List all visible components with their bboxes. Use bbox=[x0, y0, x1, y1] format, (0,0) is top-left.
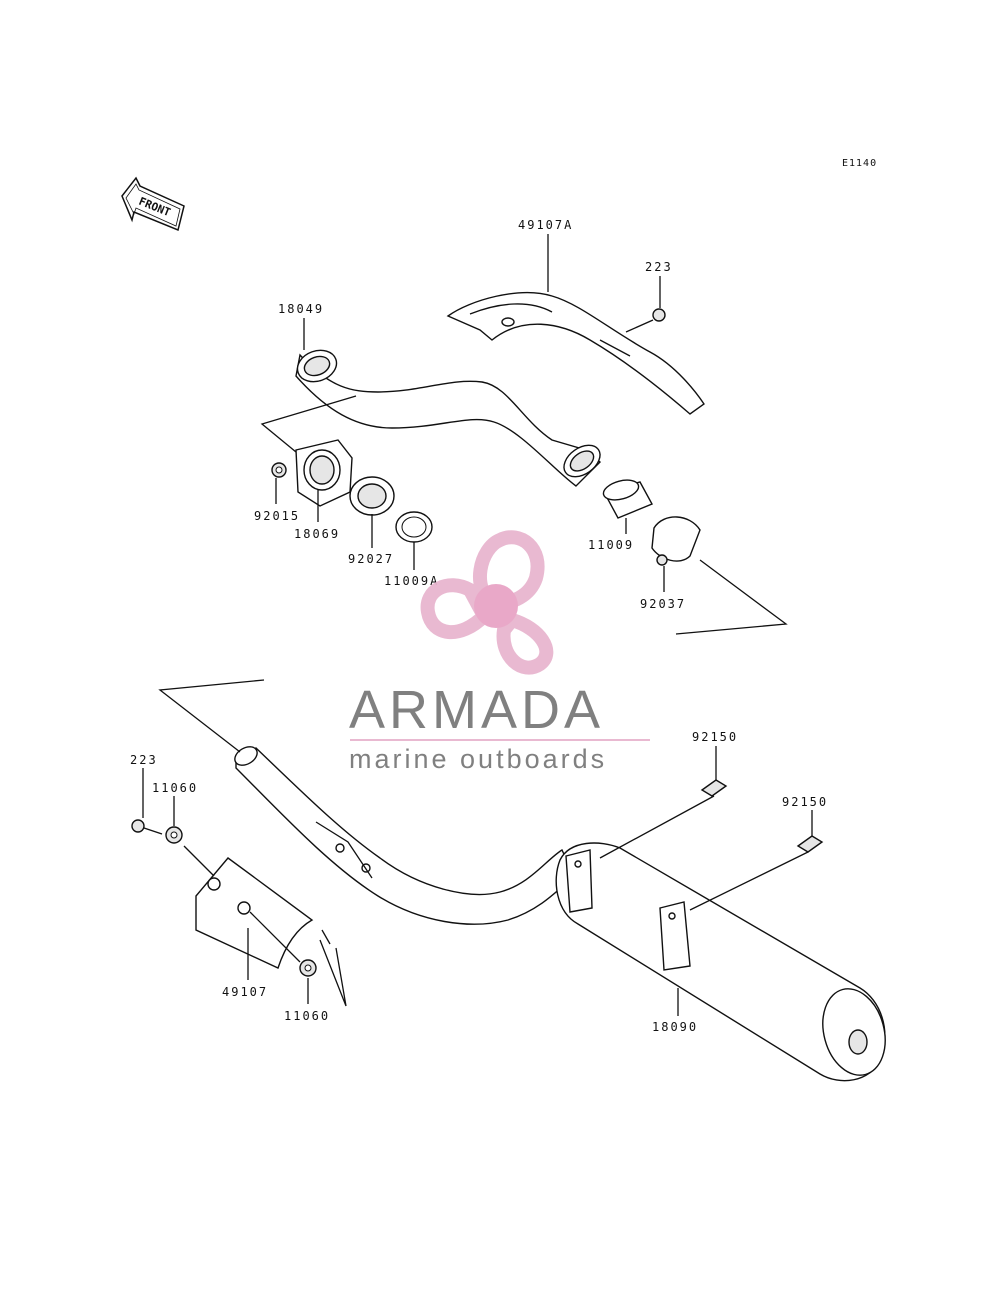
bolt-92150-b bbox=[689, 835, 824, 911]
exhaust-pipe-18049 bbox=[295, 349, 602, 487]
label-92150-a: 92150 bbox=[692, 730, 738, 744]
leader-lines bbox=[142, 234, 813, 1016]
label-11009a: 11009A bbox=[384, 574, 439, 588]
washer-11060-a bbox=[165, 826, 183, 844]
flange-18069 bbox=[295, 439, 353, 507]
label-11060-b: 11060 bbox=[284, 1009, 330, 1023]
heat-guard-49107a bbox=[446, 292, 705, 415]
label-11009: 11009 bbox=[588, 538, 634, 552]
gasket-11009a bbox=[395, 511, 433, 543]
diagram-code: E1140 bbox=[842, 158, 877, 169]
nut-92015 bbox=[271, 462, 287, 478]
front-arrow-icon: FRONT bbox=[121, 176, 185, 232]
clamp-92037 bbox=[651, 516, 701, 566]
label-92027: 92027 bbox=[348, 552, 394, 566]
muffler-18090 bbox=[555, 842, 886, 1082]
label-92037: 92037 bbox=[640, 597, 686, 611]
label-92015: 92015 bbox=[254, 509, 300, 523]
reference-lines-upper bbox=[260, 395, 788, 635]
label-18069: 18069 bbox=[294, 527, 340, 541]
label-18090: 18090 bbox=[652, 1020, 698, 1034]
watermark-tagline: marine outboards bbox=[349, 744, 607, 774]
part-labels: 49107A 223 18049 92015 18069 92027 11009… bbox=[130, 218, 828, 1034]
label-223-upper: 223 bbox=[645, 260, 673, 274]
gasket-92027 bbox=[349, 476, 395, 516]
label-223-lower: 223 bbox=[130, 753, 158, 767]
label-92150-b: 92150 bbox=[782, 795, 828, 809]
label-11060-a: 11060 bbox=[152, 781, 198, 795]
watermark-brand: ARMADA bbox=[349, 680, 604, 740]
bolt-223-lower bbox=[131, 819, 163, 835]
heat-guard-49107 bbox=[195, 857, 314, 969]
reference-lines-lower bbox=[158, 679, 347, 1007]
watermark-logo: ARMADA marine outboards bbox=[349, 530, 650, 774]
label-49107a: 49107A bbox=[518, 218, 573, 232]
label-49107: 49107 bbox=[222, 985, 268, 999]
bolt-223-upper bbox=[625, 308, 666, 333]
gasket-11009 bbox=[602, 479, 653, 519]
bolt-92150-a bbox=[599, 779, 728, 859]
label-18049: 18049 bbox=[278, 302, 324, 316]
washer-11060-b bbox=[299, 959, 317, 977]
propeller-icon bbox=[420, 530, 554, 675]
